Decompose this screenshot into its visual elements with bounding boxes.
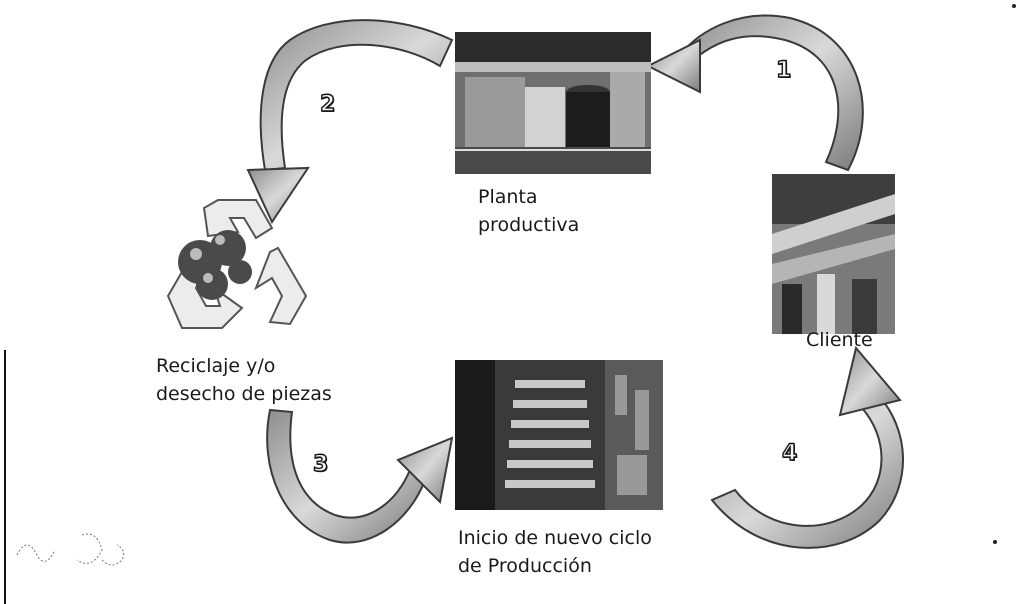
arrow-3 xyxy=(266,408,454,544)
client-photo xyxy=(772,174,895,334)
recycle-label-line1: Reciclaje y/o xyxy=(156,355,276,377)
step-number-1: 1 xyxy=(775,57,792,83)
arrow-4 xyxy=(710,345,904,549)
new-cycle-label-line1: Inicio de nuevo ciclo xyxy=(458,527,652,549)
scan-edge-line xyxy=(4,350,6,604)
plant-label-line2: productiva xyxy=(478,214,580,236)
scan-speck xyxy=(993,540,997,544)
arrow-2 xyxy=(246,19,454,225)
client-label: Cliente xyxy=(806,329,873,351)
step-number-4: 4 xyxy=(781,440,798,466)
recycle-icon xyxy=(160,192,312,332)
recycle-label-line2: desecho de piezas xyxy=(156,383,332,405)
new-cycle-label-line2: de Producción xyxy=(458,555,592,577)
plant-label-line1: Planta xyxy=(478,186,538,208)
step-number-2: 2 xyxy=(319,91,336,117)
step-number-3: 3 xyxy=(312,451,329,477)
arrow-1 xyxy=(645,14,864,172)
factory-photo xyxy=(455,32,651,174)
scan-speck xyxy=(1012,4,1016,8)
production-line-photo xyxy=(455,360,663,510)
scan-scribble xyxy=(16,533,125,566)
